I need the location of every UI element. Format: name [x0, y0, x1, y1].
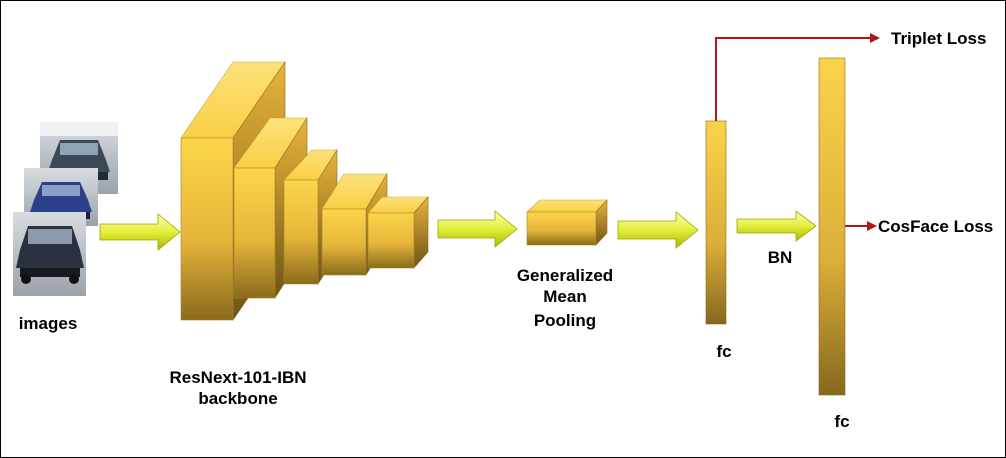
- fc2-layer: [818, 57, 846, 396]
- bn-label: BN: [768, 248, 793, 267]
- fc2-label: fc: [834, 412, 849, 431]
- fc1-layer: [705, 120, 727, 325]
- backbone-block-5: [367, 196, 429, 269]
- pooling-label-line1: Generalized: [517, 266, 613, 285]
- cosface-loss-arrow: [845, 221, 877, 231]
- pooling-label-line2: Mean: [543, 287, 586, 306]
- pooling-block: [526, 199, 608, 246]
- arrow-pooling-to-fc1: [617, 211, 699, 249]
- fc1-label: fc: [716, 342, 731, 361]
- input-images: [13, 122, 118, 296]
- triplet-loss-arrow: [715, 33, 880, 121]
- images-label: images: [19, 314, 78, 333]
- backbone-label-line2: backbone: [198, 389, 277, 408]
- arrow-fc1-to-fc2: [736, 210, 817, 242]
- cosface-loss-label: CosFace Loss: [878, 217, 993, 236]
- vehicle-image-3: [13, 212, 86, 296]
- triplet-loss-label: Triplet Loss: [891, 29, 986, 48]
- backbone-label-line1: ResNext-101-IBN: [170, 368, 307, 387]
- arrow-backbone-to-pooling: [437, 210, 518, 248]
- backbone-blocks: [180, 61, 429, 321]
- pooling-label-line3: Pooling: [534, 311, 596, 330]
- arrow-images-to-backbone: [99, 213, 181, 251]
